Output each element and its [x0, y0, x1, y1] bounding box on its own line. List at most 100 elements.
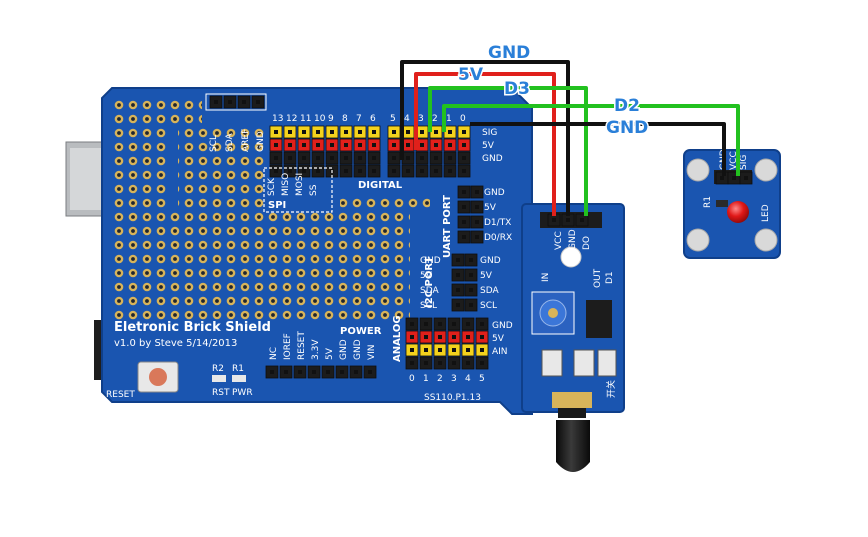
digital-pin-6-row-1-hole [372, 143, 376, 147]
led-header-pin-hole [732, 176, 736, 180]
wire-label-5v: 5V [458, 65, 484, 85]
i2c-pin-hole [456, 273, 460, 277]
uart-port-header [457, 185, 484, 244]
analog-pin-label: 5 [479, 374, 485, 384]
i2c-pin-hole [469, 303, 473, 307]
sensor-pin-label: GND [568, 229, 578, 250]
digital-header [269, 125, 471, 178]
uart-pin-label: D0/RX [484, 233, 512, 243]
sensor-pin-label: DO [582, 236, 592, 250]
digital-pin-12-row-1-hole [288, 143, 292, 147]
i2c-port-header [451, 253, 478, 312]
digital-pin-label: 3 [418, 114, 424, 124]
top-small-pin-hole [214, 100, 218, 104]
digital-pin-5-row-2-hole [392, 156, 396, 160]
digital-pin-8-row-0-hole [344, 130, 348, 134]
rst-label: RST [212, 388, 230, 398]
i2c-pin-label-left: GND [420, 256, 441, 266]
uart-pin-hole [475, 220, 479, 224]
analog-header [405, 317, 489, 370]
sensor-d1-label: D1 [605, 271, 615, 284]
power-pin-label: GND [353, 339, 363, 360]
spi-pin-label: SCK [267, 177, 277, 196]
board-code: SS110.P1.13 [424, 393, 481, 403]
digital-pin-8-row-1-hole [344, 143, 348, 147]
digital-pin-3-row-2-hole [420, 156, 424, 160]
power-header [265, 365, 377, 379]
uart-port-title: UART PORT [442, 195, 453, 258]
digital-pin-3-row-3-hole [420, 169, 424, 173]
power-pin-label: NC [269, 347, 279, 360]
analog-pin-hole [480, 348, 484, 352]
analog-pin-hole [438, 335, 442, 339]
digital-pin-0-row-3-hole [462, 169, 466, 173]
digital-pin-13-row-2-hole [274, 156, 278, 160]
uart-pin-label: GND [484, 188, 505, 198]
digital-pin-12-row-0-hole [288, 130, 292, 134]
digital-pin-10-row-3-hole [316, 169, 320, 173]
digital-pin-4-row-3-hole [406, 169, 410, 173]
digital-pin-label: 5 [390, 114, 396, 124]
uart-pin-hole [475, 235, 479, 239]
r2-label: R2 [212, 364, 224, 374]
wire-label-gnd-led: GND [606, 118, 648, 138]
i2c-pin-label-left: SCL [420, 301, 437, 311]
label-gnd-top: GND [256, 131, 266, 152]
digital-pin-12-row-3-hole [288, 169, 292, 173]
led-text: LED [761, 204, 771, 222]
wire-label-d3: D3 [504, 79, 530, 99]
i2c-pin-label-left: 5V [420, 271, 433, 281]
digital-pin-2-row-3-hole [434, 169, 438, 173]
spi-pin-label: SS [309, 184, 319, 196]
power-pin-RESET-hole [298, 370, 302, 374]
digital-pin-11-row-1-hole [302, 143, 306, 147]
power-pin-GND-hole [354, 370, 358, 374]
analog-pin-hole [438, 361, 442, 365]
i2c-pin-hole [469, 288, 473, 292]
pwr-label: PWR [232, 388, 253, 398]
analog-pin-label: 0 [409, 374, 415, 384]
sensor-pin-label: VCC [554, 231, 564, 250]
reset-button [137, 361, 179, 393]
i2c-port-title: I2C PORT [424, 256, 435, 308]
i2c-pin-label: SDA [480, 286, 499, 296]
reset-label: RESET [106, 390, 135, 400]
i2c-pin-hole [469, 258, 473, 262]
digital-pin-5-row-1-hole [392, 143, 396, 147]
digital-pin-1-row-3-hole [448, 169, 452, 173]
analog-pin-hole [410, 322, 414, 326]
analog-row-label: AIN [492, 347, 508, 357]
analog-title: ANALOG [392, 315, 403, 362]
analog-pin-hole [466, 322, 470, 326]
digital-pin-10-row-2-hole [316, 156, 320, 160]
analog-pin-hole [410, 335, 414, 339]
power-title: POWER [340, 326, 382, 337]
digital-pin-13-row-1-hole [274, 143, 278, 147]
i2c-pin-hole [456, 288, 460, 292]
digital-pin-label: 0 [460, 114, 466, 124]
analog-pin-hole [424, 361, 428, 365]
digital-pin-9-row-1-hole [330, 143, 334, 147]
led-res-text: R1 [703, 196, 713, 208]
analog-pin-hole [466, 361, 470, 365]
sig-row-label: 5V [482, 141, 495, 151]
digital-pin-4-row-0-hole [406, 130, 410, 134]
digital-pin-6-row-3-hole [372, 169, 376, 173]
spi-pin-label: MOSI [295, 173, 305, 196]
digital-pin-label: 13 [272, 114, 283, 124]
i2c-pin-label: GND [480, 256, 501, 266]
wire-label-gnd-top: GND [488, 43, 530, 63]
pwr-led [232, 375, 246, 382]
power-pin-label: VIN [367, 344, 377, 360]
sensor-header-pin-hole [552, 218, 556, 222]
digital-pin-11-row-2-hole [302, 156, 306, 160]
uart-pin-label: 5V [484, 203, 497, 213]
analog-pin-label: 4 [465, 374, 471, 384]
digital-pin-7-row-1-hole [358, 143, 362, 147]
